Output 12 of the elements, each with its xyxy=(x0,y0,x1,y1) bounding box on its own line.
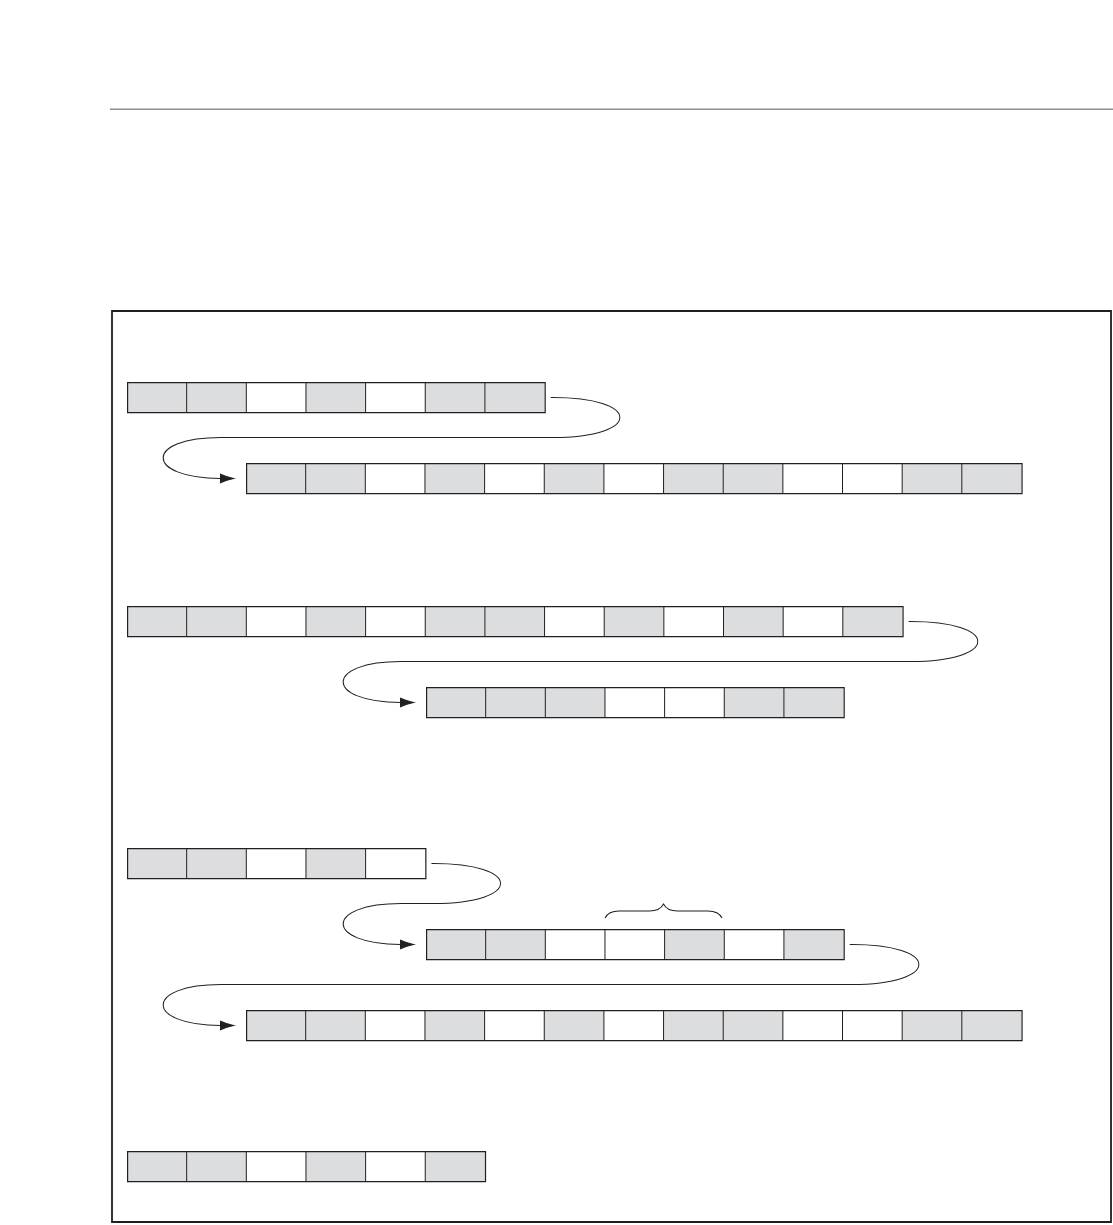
cell-array xyxy=(127,847,427,880)
cell-array xyxy=(127,1150,487,1183)
cell-array xyxy=(246,1009,1023,1042)
curved-arrow xyxy=(342,621,979,708)
cell-array xyxy=(426,928,845,961)
curved-arrow xyxy=(162,944,920,1031)
curved-arrow xyxy=(162,397,621,484)
cell-array xyxy=(127,381,546,414)
cell-array xyxy=(246,462,1023,495)
cell-array xyxy=(127,605,904,638)
curved-arrow xyxy=(342,863,502,950)
cell-array xyxy=(426,686,845,719)
